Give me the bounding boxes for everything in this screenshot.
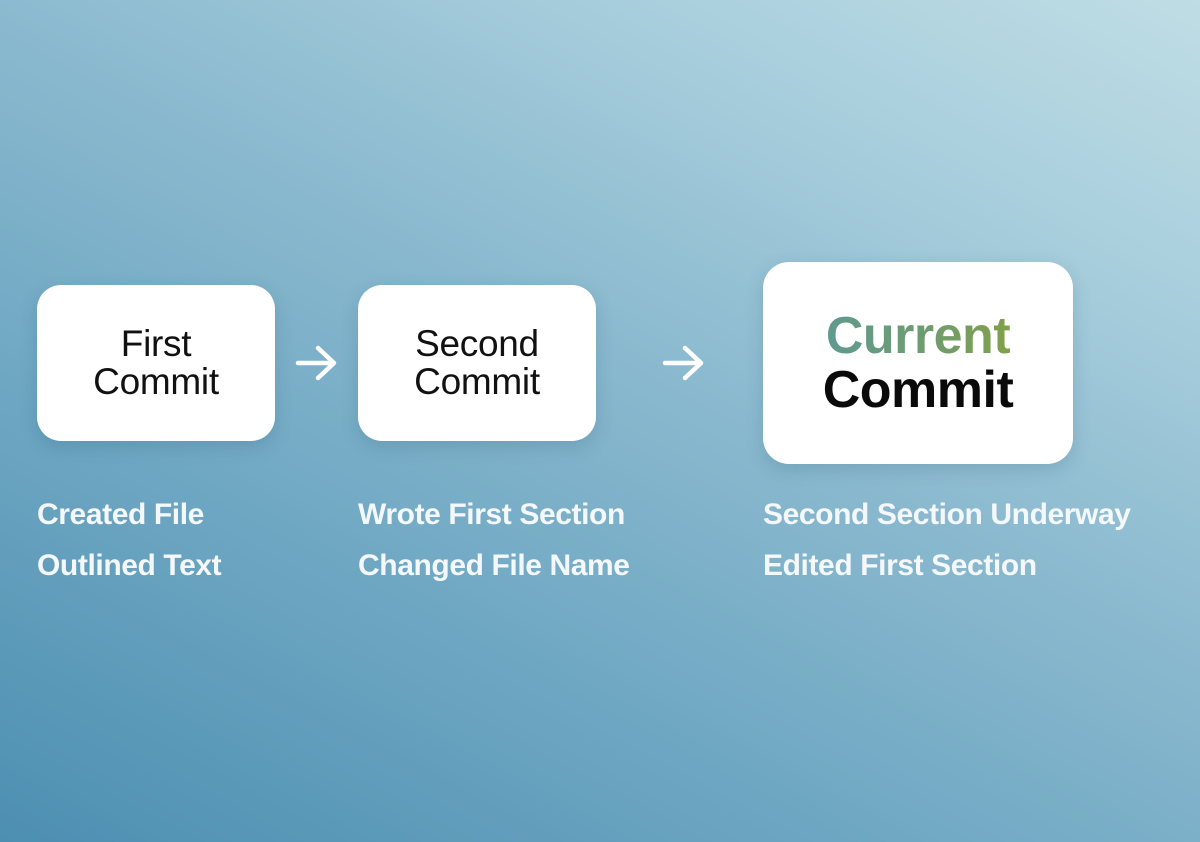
arrow-right-icon [295,345,337,381]
first-commit-note-2: Outlined Text [37,549,222,582]
current-commit-note-2: Edited First Section [763,549,1037,582]
second-commit-notes: Wrote First Section Changed File Name [358,489,630,591]
second-commit-title-line-2: Commit [414,361,540,402]
first-commit-note-1: Created File [37,498,204,531]
second-commit-title-line-1: Second [415,323,539,364]
first-commit-card: First Commit [37,285,275,441]
arrow-right-icon [662,345,704,381]
second-commit-card: Second Commit [358,285,596,441]
current-commit-card: Current Commit [763,262,1073,464]
current-commit-note-1: Second Section Underway [763,498,1131,531]
current-commit-notes: Second Section Underway Edited First Sec… [763,489,1131,591]
current-commit-title-line-1: Current [825,307,1011,365]
first-commit-notes: Created File Outlined Text [37,489,222,591]
current-commit-title-line-2: Commit [822,361,1014,419]
second-commit-note-2: Changed File Name [358,549,630,582]
first-commit-title-line-2: Commit [93,361,219,402]
first-commit-title-line-1: First [120,323,192,364]
second-commit-note-1: Wrote First Section [358,498,625,531]
